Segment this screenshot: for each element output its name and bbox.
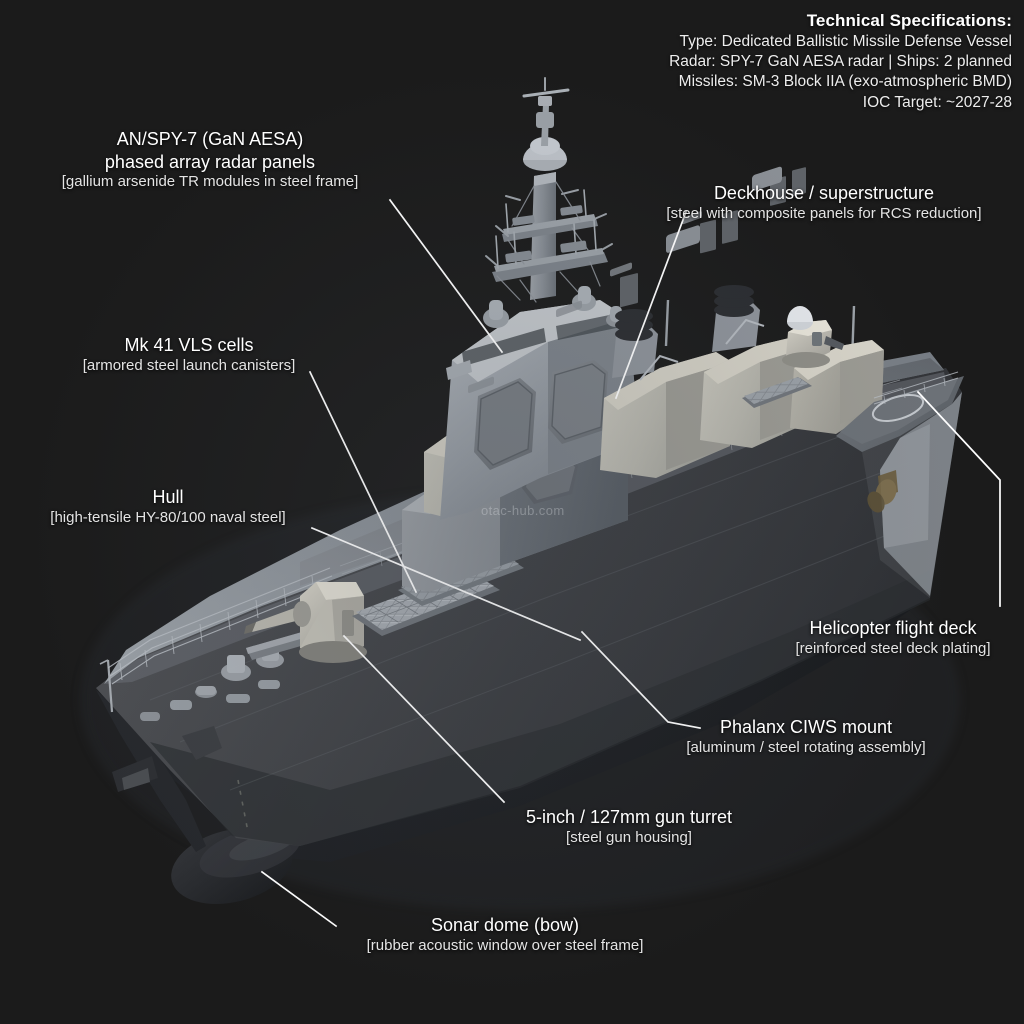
callout-flightdeck-title: Helicopter flight deck bbox=[809, 618, 977, 638]
specs-line-ioc: IOC Target: ~2027-28 bbox=[862, 93, 1012, 111]
leader-line-ciws bbox=[580, 630, 701, 729]
callout-radar-sub: [gallium arsenide TR modules in steel fr… bbox=[61, 173, 359, 191]
callout-radar-title: AN/SPY-7 (GaN AESA) bbox=[116, 129, 304, 149]
callout-deckhouse: Deckhouse / superstructure [steel with c… bbox=[640, 182, 1008, 224]
leader-line-gun bbox=[342, 634, 506, 804]
leader-line-flightdeck bbox=[916, 390, 1001, 607]
callout-radar-title2: phased array radar panels bbox=[104, 151, 316, 172]
leader-line-radar bbox=[388, 198, 504, 354]
callout-gun-sub: [steel gun housing] bbox=[566, 828, 692, 846]
callout-hull-title: Hull bbox=[152, 487, 184, 507]
callout-gun-title: 5-inch / 127mm gun turret bbox=[525, 807, 733, 827]
callout-ciws-title: Phalanx CIWS mount bbox=[719, 717, 893, 737]
callout-vls-sub: [armored steel launch canisters] bbox=[82, 356, 296, 374]
technical-specifications-block: Technical Specifications: Type: Dedicate… bbox=[669, 10, 1012, 113]
callout-radar: AN/SPY-7 (GaN AESA) phased array radar p… bbox=[30, 128, 390, 192]
callout-flightdeck-sub: [reinforced steel deck plating] bbox=[795, 639, 991, 657]
callout-vls-title: Mk 41 VLS cells bbox=[124, 335, 254, 355]
callout-ciws: Phalanx CIWS mount [aluminum / steel rot… bbox=[662, 716, 950, 758]
callout-gun: 5-inch / 127mm gun turret [steel gun hou… bbox=[506, 806, 752, 848]
callout-vls: Mk 41 VLS cells [armored steel launch ca… bbox=[44, 334, 334, 376]
leader-line-sonar bbox=[260, 870, 338, 928]
leader-line-vls bbox=[308, 370, 418, 594]
specs-line-missiles: Missiles: SM-3 Block IIA (exo-atmospheri… bbox=[678, 73, 1012, 91]
leader-line-deckhouse bbox=[614, 210, 688, 400]
leader-line-hull bbox=[310, 526, 582, 642]
callout-sonar-title: Sonar dome (bow) bbox=[430, 915, 580, 935]
callout-sonar: Sonar dome (bow) [rubber acoustic window… bbox=[340, 914, 670, 956]
specs-title: Technical Specifications: bbox=[806, 11, 1012, 30]
callout-sonar-sub: [rubber acoustic window over steel frame… bbox=[366, 936, 644, 954]
callout-hull-sub: [high-tensile HY-80/100 naval steel] bbox=[50, 508, 286, 526]
callout-deckhouse-sub: [steel with composite panels for RCS red… bbox=[666, 204, 982, 222]
callout-deckhouse-title: Deckhouse / superstructure bbox=[713, 183, 935, 203]
callout-ciws-sub: [aluminum / steel rotating assembly] bbox=[686, 738, 926, 756]
callout-flightdeck: Helicopter flight deck [reinforced steel… bbox=[770, 617, 1016, 659]
specs-line-type: Type: Dedicated Ballistic Missile Defens… bbox=[679, 33, 1012, 51]
callout-hull: Hull [high-tensile HY-80/100 naval steel… bbox=[20, 486, 316, 528]
specs-line-radar: Radar: SPY-7 GaN AESA radar | Ships: 2 p… bbox=[669, 53, 1012, 71]
